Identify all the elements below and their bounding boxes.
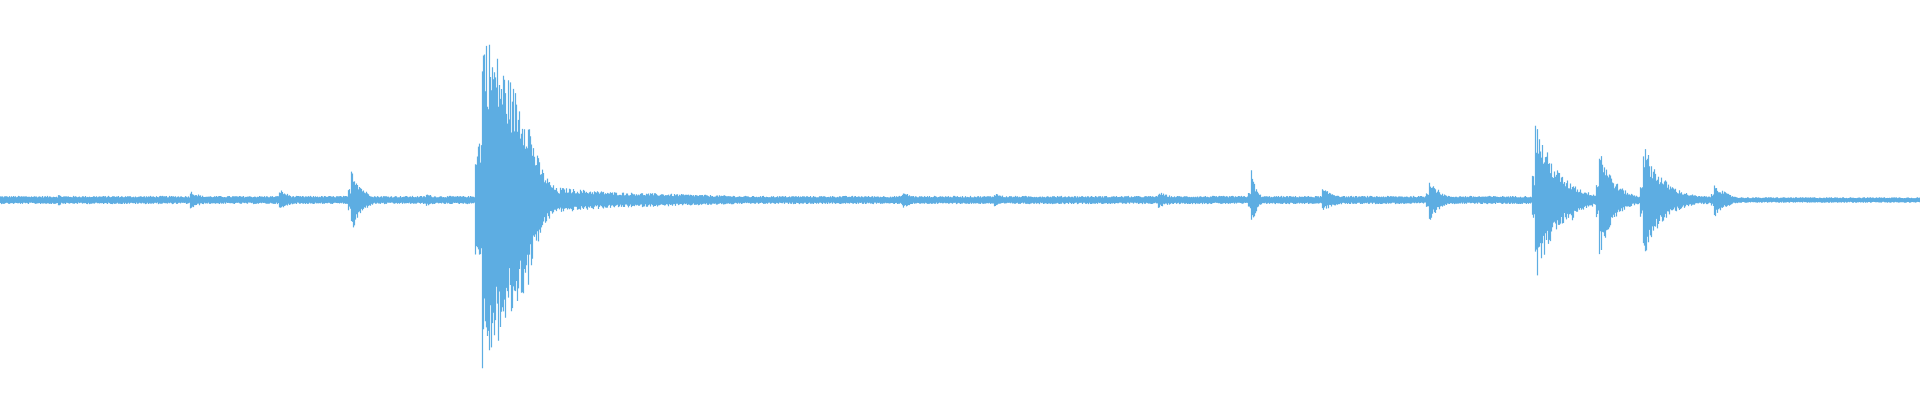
- waveform-path: [0, 44, 1920, 369]
